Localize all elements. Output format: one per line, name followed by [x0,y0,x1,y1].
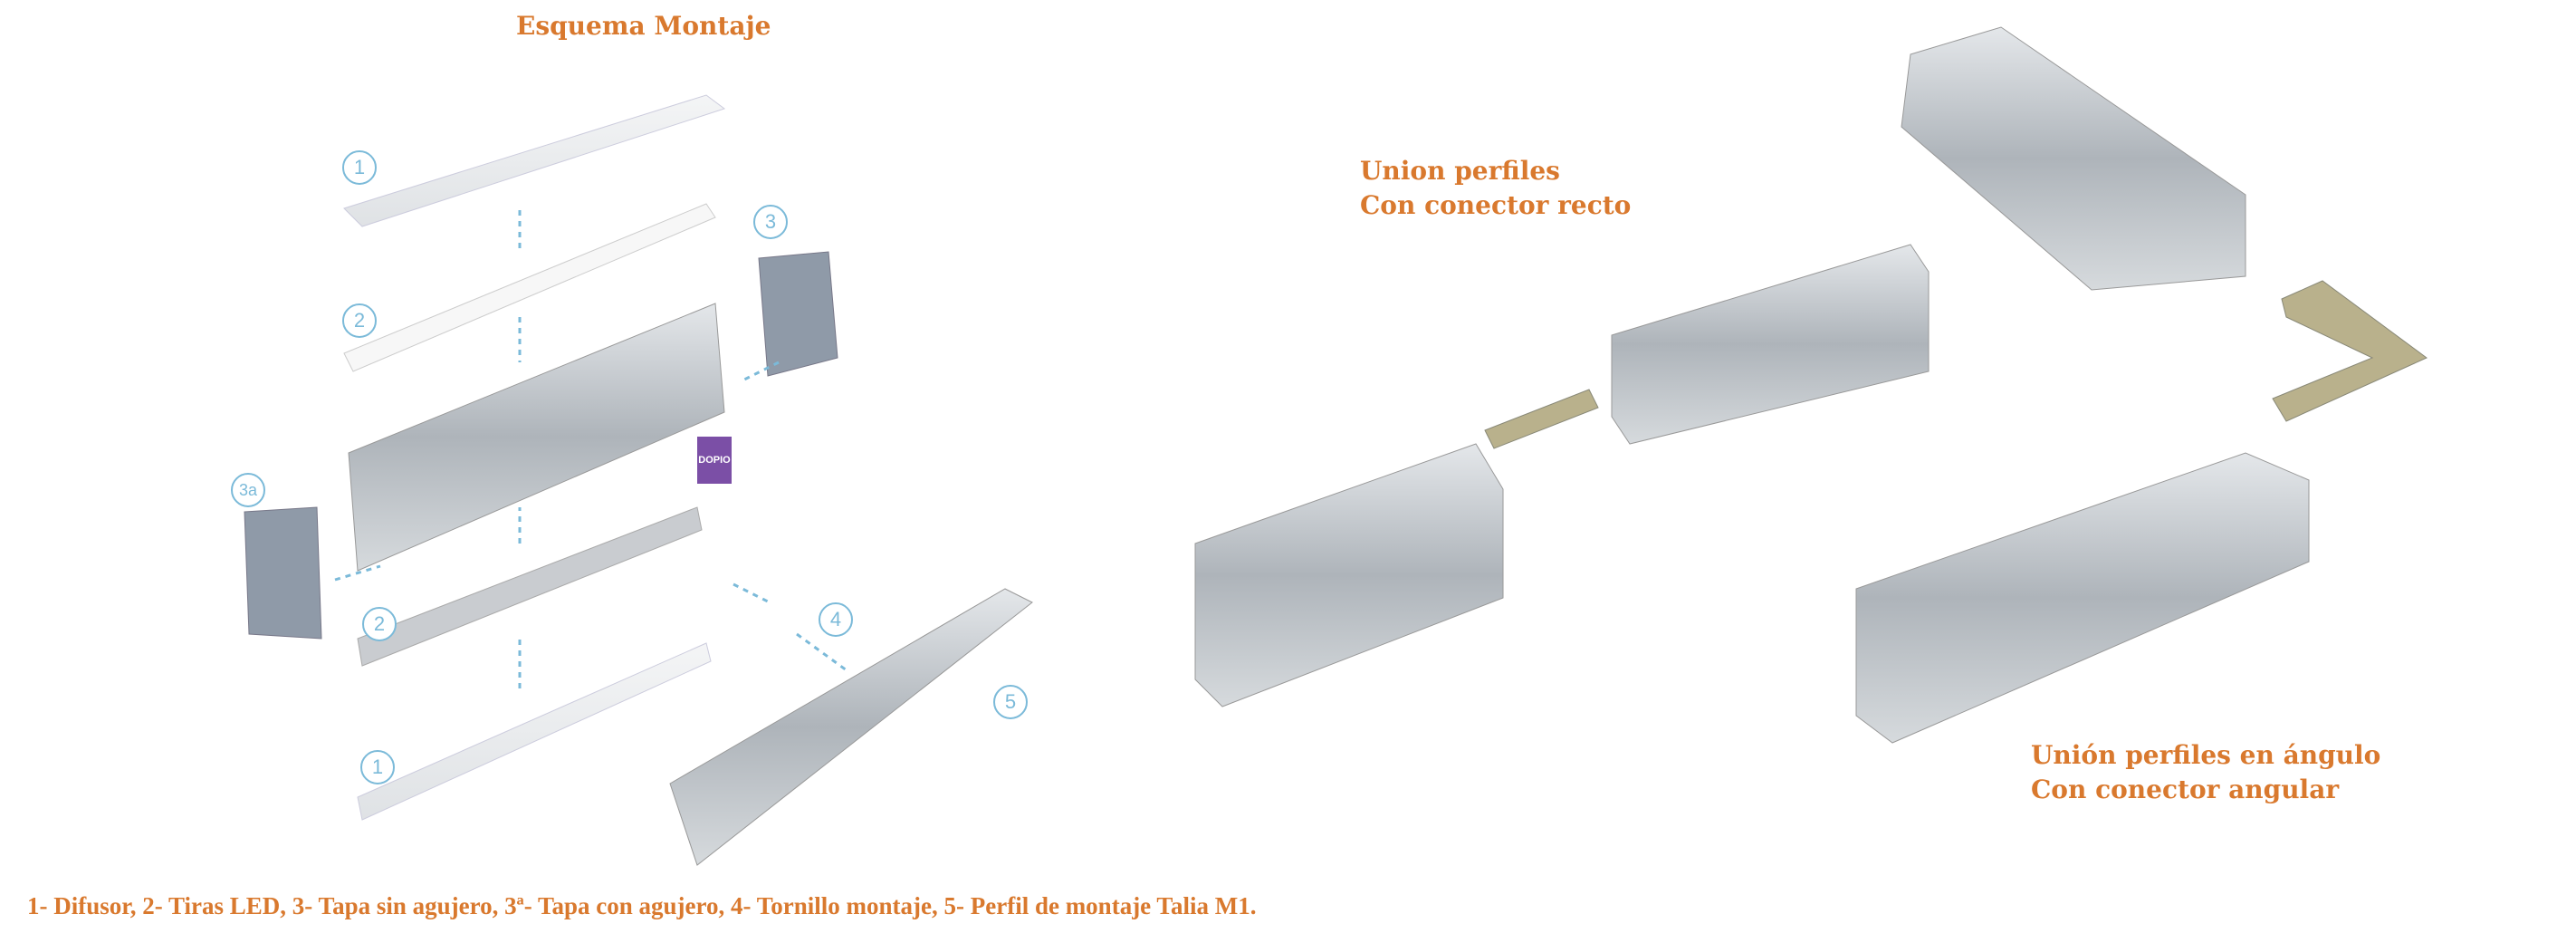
end-cap-3a [244,506,322,640]
callout-1-bottom: 1 [360,750,395,784]
parts-caption: 1- Difusor, 2- Tiras LED, 3- Tapa sin ag… [27,892,1257,919]
end-cap-3 [758,251,838,377]
callout-4: 4 [819,602,853,637]
led-strip-top [343,203,716,372]
page-title: Esquema Montaje [516,11,771,41]
straight-union-subtitle: Con conector recto [1360,190,1632,220]
callout-1-top: 1 [342,150,377,185]
angle-union-subtitle: Con conector angular [2031,775,2340,804]
straight-connector [1484,389,1599,449]
angle-union-label: Unión perfiles en ángulo Con conector an… [2031,738,2380,807]
led-strip-bottom [357,506,703,667]
callout-5: 5 [993,685,1028,719]
assembly-arrows [334,210,847,688]
profile-angle-top [1901,26,2246,291]
profile-straight-a [1194,443,1504,707]
straight-union-title: Union perfiles [1360,156,1560,186]
callout-3a: 3a [231,473,265,507]
angle-union-title: Unión perfiles en ángulo [2031,740,2381,770]
dopio-logo: DOPIO [697,437,732,484]
callout-3: 3 [753,205,788,239]
callout-2-top: 2 [342,303,377,338]
callout-2-bottom: 2 [362,607,397,641]
straight-union-label: Union perfiles Con conector recto [1360,154,1631,223]
mounting-profile-5 [669,588,1033,866]
aluminium-profile [348,303,725,572]
angle-connector [2272,280,2428,422]
profile-straight-b [1611,244,1930,445]
profile-angle-bottom [1855,452,2310,744]
diffuser-bottom [357,642,712,821]
diffuser-top [343,94,726,227]
